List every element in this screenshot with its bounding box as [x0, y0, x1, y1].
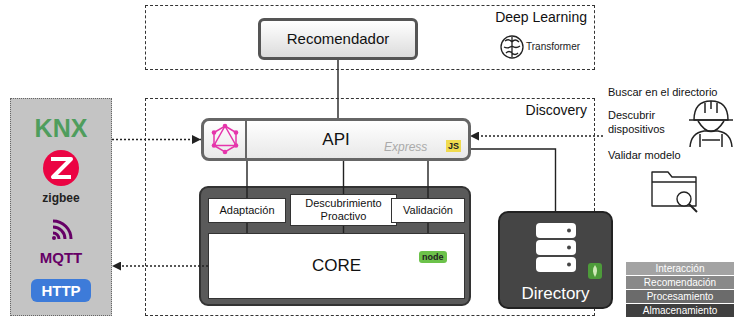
box-label: Validación: [403, 204, 453, 217]
legend-swatch: Recomendación: [626, 276, 734, 289]
connector-line: [246, 161, 247, 198]
connector-line: [343, 226, 344, 233]
framework-badge: JS: [446, 140, 461, 152]
connector-line: [337, 60, 338, 118]
box-label: Descubrimiento Proactivo: [291, 197, 396, 222]
legend-text: Procesamiento: [647, 291, 714, 302]
connector-line: [427, 223, 428, 233]
model-label: Transformer: [526, 41, 580, 52]
user-request-arrow: [470, 135, 603, 136]
dotted-arrow: [112, 265, 208, 266]
legend-text: Recomendación: [644, 277, 716, 288]
discovery-region: DiscoveryAPI Adaptación Descubrimiento Pro…: [145, 98, 595, 316]
protocol-name: HTTP: [31, 279, 91, 302]
user-action: Buscar en el directorio: [608, 86, 717, 98]
user-action: Validar modelo: [608, 149, 681, 161]
box-label: Recomendador: [287, 30, 390, 47]
region-title: Deep Learning: [495, 9, 587, 25]
protocol-name: MQTT: [11, 249, 111, 266]
legend-text: Almacenamiento: [643, 305, 717, 316]
brain-icon: [501, 36, 523, 58]
core-box: CORE: [208, 233, 465, 299]
api-box: API: [201, 118, 471, 161]
directory-box: Directory: [498, 211, 613, 309]
connector-line: [246, 223, 247, 233]
connector-line: [427, 161, 428, 198]
module-box: Adaptación: [208, 198, 286, 223]
protocol-name: zigbee: [11, 191, 111, 205]
deep-learning-region: Deep LearningRecomendador: [145, 5, 595, 70]
legend-swatch: Almacenamiento: [626, 304, 734, 317]
user-action: Descubrir dispositivos: [608, 108, 674, 137]
region-title: Discovery: [526, 102, 587, 118]
runtime-badge: node: [419, 251, 447, 263]
legend-swatch: Interacción: [626, 262, 734, 275]
box-label: CORE: [312, 256, 361, 276]
legend-text: Interacción: [656, 263, 705, 274]
model-folder-icon: [652, 172, 697, 212]
protocol-name: KNX: [11, 114, 111, 143]
box-label: Directory: [500, 284, 611, 304]
graphql-logo: [204, 121, 248, 158]
protocol-panel: KNX zigbeeMQTT HTTP: [10, 98, 112, 316]
connector-line: [471, 149, 556, 211]
box-label: API: [322, 130, 349, 150]
box-label: Adaptación: [219, 204, 274, 217]
core-container: [200, 187, 470, 305]
module-box: Validación: [391, 198, 465, 223]
recommender-box: Recomendador: [258, 18, 418, 60]
connector-line: [343, 161, 344, 194]
module-box: Descubrimiento Proactivo: [290, 194, 397, 226]
worker-icon: [689, 101, 733, 147]
legend-swatch: Procesamiento: [626, 290, 734, 303]
dotted-arrow: [112, 139, 201, 140]
framework-label: Express: [384, 140, 427, 154]
